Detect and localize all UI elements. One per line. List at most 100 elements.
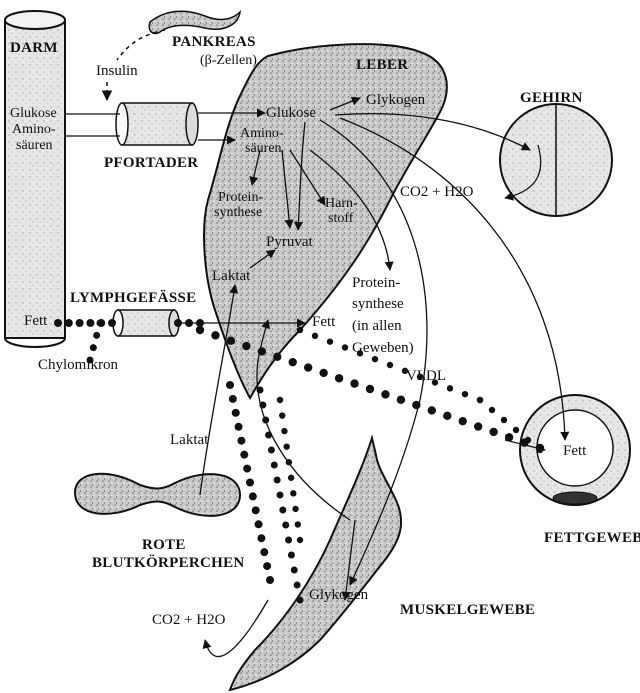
chylomikron-dot	[258, 347, 266, 355]
fett-muskel-dot	[243, 465, 251, 473]
label-protein-leber-1: Protein-	[218, 190, 263, 206]
vldl-dot	[489, 407, 495, 413]
fett-muskel-dot	[283, 443, 289, 449]
label-harnstoff-1: Harn-	[325, 196, 358, 212]
fett-muskel-dot	[229, 395, 237, 403]
label-fettgewebe: FETTGEWEBE	[544, 530, 640, 546]
vldl-dot	[447, 385, 453, 391]
fett-muskel-dot	[246, 479, 254, 487]
fett-muskel-dot	[240, 451, 248, 459]
fett-muskel-dot	[295, 521, 301, 527]
chylomikron-dot	[289, 358, 297, 366]
label-protein-leber-2: synthese	[214, 205, 262, 221]
vldl-dot	[501, 417, 507, 423]
fett-muskel-dot	[265, 432, 272, 439]
fett-muskel-dot	[262, 417, 269, 424]
vldl-dot	[342, 344, 348, 350]
fett-muskel-dot	[288, 552, 295, 559]
fett-muskel-dot	[297, 597, 304, 604]
chylomikron-dot	[459, 417, 467, 425]
label-protein-all-2: synthese	[352, 296, 404, 312]
vldl-dot	[327, 338, 333, 344]
label-lymphgefaesse: LYMPHGEFÄSSE	[70, 290, 196, 306]
chylomikron-dot	[474, 422, 482, 430]
label-leber: LEBER	[356, 57, 408, 73]
fett-muskel-dot	[290, 490, 296, 496]
label-fett-darm: Fett	[24, 313, 47, 329]
fett-muskel-dot	[288, 475, 294, 481]
chylomikron-dot	[97, 320, 104, 327]
chylomikron-dot	[108, 319, 116, 327]
label-amino-darm-2: säuren	[16, 138, 53, 154]
chylomikron-dot	[211, 331, 219, 339]
chylomikron-dot	[196, 326, 204, 334]
fett-muskel-dot	[286, 459, 292, 465]
label-glykogen-leber: Glykogen	[366, 92, 425, 108]
chylomikron-dot	[304, 363, 312, 371]
chylomikron-dot	[242, 342, 250, 350]
chylomikron-dot	[505, 433, 513, 441]
erythrocyte-shape	[75, 474, 240, 516]
chylomikron-dot	[350, 379, 358, 387]
fett-muskel-dot	[279, 412, 285, 418]
chylomikron-dot	[86, 319, 94, 327]
label-glykogen-muskel: Glykogen	[309, 587, 368, 603]
chylomikron-dot	[227, 337, 235, 345]
chylomikron-dot	[185, 319, 193, 327]
muskel-shape	[230, 438, 401, 690]
label-protein-all-3: (in allen	[352, 318, 402, 334]
fett-muskel-dot	[249, 492, 257, 500]
vldl-dot	[525, 437, 531, 443]
fett-muskel-dot	[235, 423, 243, 431]
chylomikron-dot	[366, 385, 374, 393]
fett-muskel-dot	[285, 537, 292, 544]
chylomikron-dot	[428, 406, 436, 414]
chylomikron-dot	[381, 390, 389, 398]
chylomikron-dot	[443, 412, 451, 420]
pfortader-cylinder	[116, 103, 198, 145]
label-laktat-blut: Laktat	[170, 432, 208, 448]
fett-muskel-dot	[266, 576, 274, 584]
fett-muskel-dot	[226, 381, 234, 389]
fett-muskel-dot	[257, 387, 264, 394]
label-darm: DARM	[10, 40, 58, 56]
chylomikron-dot	[65, 319, 73, 327]
vldl-dot	[513, 427, 519, 433]
fett-muskel-dot	[281, 428, 287, 434]
label-co2-gehirn: CO2 + H2O	[400, 184, 473, 200]
vldl-dot	[537, 447, 543, 453]
label-fett-gewebe: Fett	[563, 443, 586, 459]
vldl-dot	[372, 356, 378, 362]
label-gehirn: GEHIRN	[520, 90, 583, 106]
fett-muskel-dot	[259, 402, 266, 409]
label-pyruvat: Pyruvat	[266, 234, 313, 250]
fett-muskel-dot	[263, 562, 271, 570]
label-blutkoerperchen: BLUTKÖRPERCHEN	[92, 555, 245, 571]
fett-muskel-dot	[274, 477, 281, 484]
insulin-dashed-line	[117, 30, 165, 60]
fett-muskel-dot	[260, 548, 268, 556]
chylomikron-dot	[76, 319, 84, 327]
chylomikron-dot	[319, 369, 327, 377]
chylomikron-dot	[489, 428, 497, 436]
chylomikron-dot	[54, 319, 62, 327]
label-amino-leber-2: säuren	[245, 141, 282, 157]
fett-muskel-dot	[277, 492, 284, 499]
vldl-dot	[477, 397, 483, 403]
label-laktat-leber: Laktat	[212, 268, 250, 284]
label-pfortader: PFORTADER	[104, 155, 198, 171]
vldl-dot	[387, 362, 393, 368]
fett-muskel-dot	[279, 507, 286, 514]
fett-muskel-dot	[297, 537, 303, 543]
fett-muskel-dot	[237, 437, 245, 445]
chylomikron-dot	[397, 396, 405, 404]
fett-muskel-dot	[268, 447, 275, 454]
label-beta-zellen: (β-Zellen)	[200, 53, 257, 69]
chylomikron-dot	[174, 319, 182, 327]
fett-muskel-dot	[232, 409, 240, 417]
lymph-cylinder	[113, 310, 179, 336]
fett-muskel-dot	[255, 520, 263, 528]
label-co2-muskel: CO2 + H2O	[152, 612, 225, 628]
chylomikron-dot	[412, 401, 420, 409]
label-protein-all-4: Geweben)	[352, 340, 414, 356]
